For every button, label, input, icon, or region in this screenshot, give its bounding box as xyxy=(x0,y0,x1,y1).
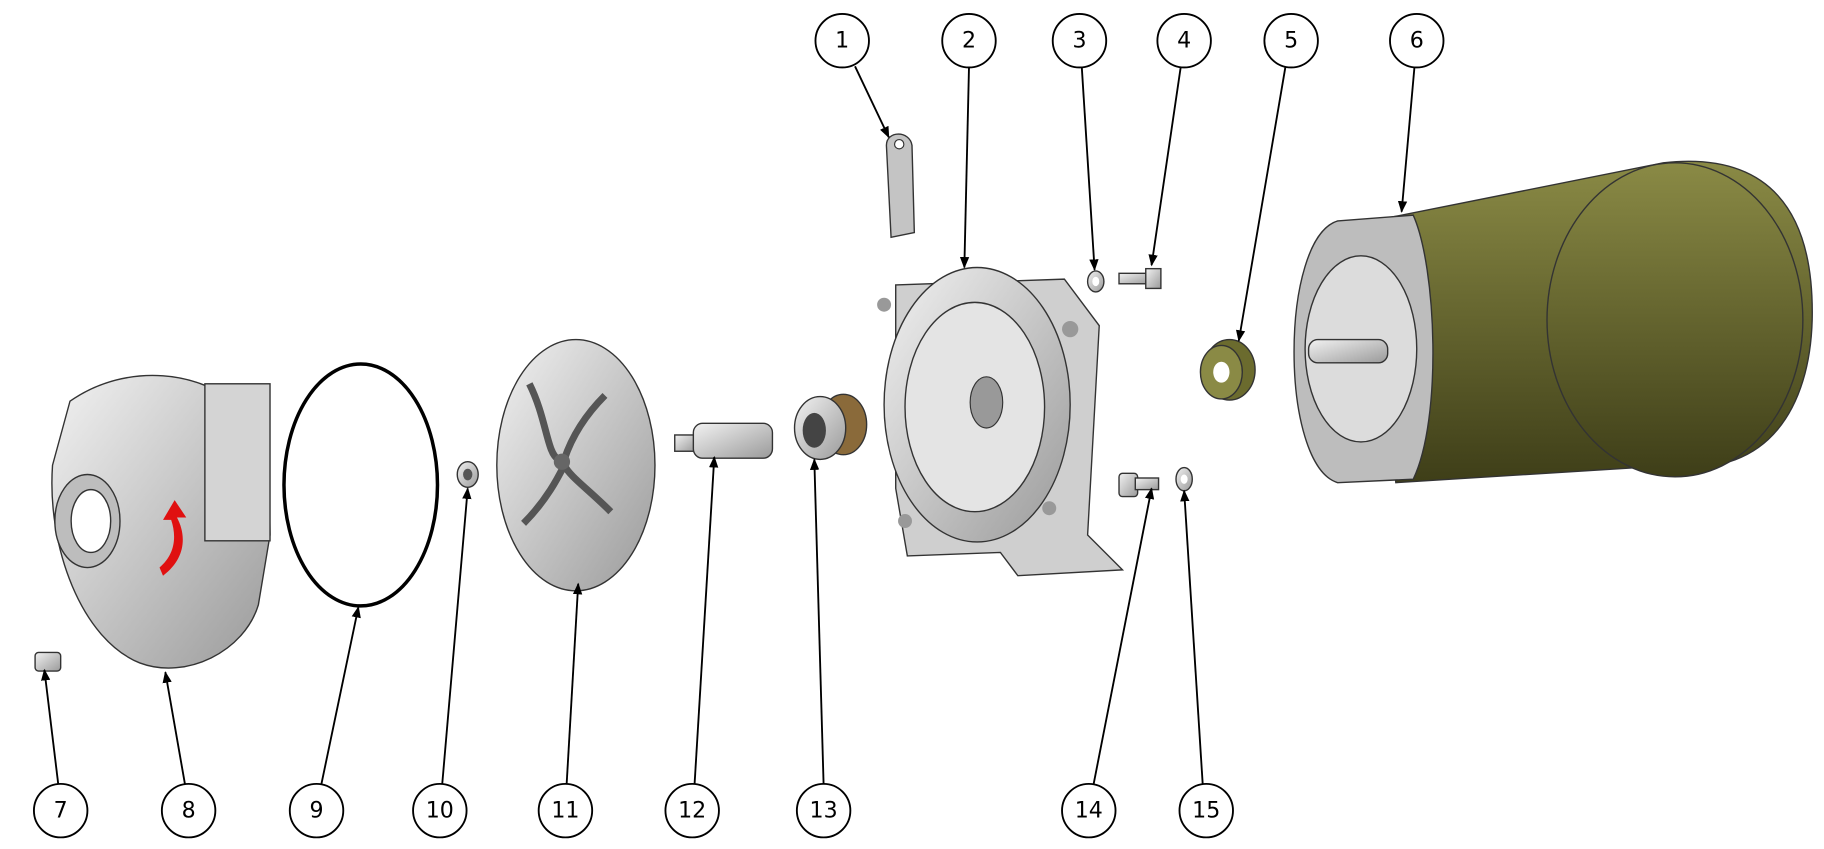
part-11-impeller xyxy=(496,338,656,592)
part-1-nameplate xyxy=(885,133,916,239)
callout-10: 10 xyxy=(412,782,468,839)
callout-15: 15 xyxy=(1178,782,1234,839)
callout-14: 14 xyxy=(1061,782,1117,839)
callout-3: 3 xyxy=(1051,13,1108,69)
callout-number: 1 xyxy=(835,28,849,54)
callout-7: 7 xyxy=(32,782,89,839)
callout-number: 7 xyxy=(54,798,68,824)
rotation-arrow-icon xyxy=(159,500,187,576)
callout-2: 2 xyxy=(941,13,997,69)
part-2-adapter-bracket xyxy=(877,266,1125,577)
callout-number: 6 xyxy=(1410,28,1424,54)
callout-4: 4 xyxy=(1156,13,1212,69)
part-4-bolt xyxy=(1118,267,1162,290)
callout-number: 9 xyxy=(310,798,324,824)
callout-number: 14 xyxy=(1075,798,1103,824)
callout-number: 15 xyxy=(1192,798,1220,824)
leader-lines xyxy=(41,65,1416,786)
part-12-shaft-sleeve xyxy=(674,422,774,459)
callout-number: 10 xyxy=(426,798,454,824)
callout-number: 12 xyxy=(678,798,706,824)
callout-5: 5 xyxy=(1263,13,1319,69)
callout-11: 11 xyxy=(537,782,594,839)
callout-1: 1 xyxy=(814,13,870,69)
part-7-drain-plug xyxy=(34,651,62,672)
part-3-washer xyxy=(1086,270,1105,293)
part-9-o-ring xyxy=(282,362,440,608)
part-6-motor xyxy=(1293,160,1813,484)
callout-number: 11 xyxy=(551,798,579,824)
part-15-washer xyxy=(1175,466,1193,492)
callout-number: 2 xyxy=(962,28,976,54)
callout-12: 12 xyxy=(664,782,720,839)
callout-8: 8 xyxy=(160,782,217,839)
callout-number: 8 xyxy=(182,798,196,824)
part-5-slinger xyxy=(1199,338,1256,401)
part-8-pump-casing xyxy=(51,374,271,669)
callout-number: 5 xyxy=(1284,28,1298,54)
callout-number: 3 xyxy=(1072,28,1086,54)
callout-number: 4 xyxy=(1177,28,1191,54)
part-13-mechanical-seal xyxy=(793,393,868,461)
part-14-bolt xyxy=(1118,472,1160,498)
part-10-nut xyxy=(456,461,479,489)
callout-number: 13 xyxy=(810,798,838,824)
callout-6: 6 xyxy=(1389,13,1445,69)
callout-13: 13 xyxy=(795,782,852,839)
callout-9: 9 xyxy=(288,782,345,839)
